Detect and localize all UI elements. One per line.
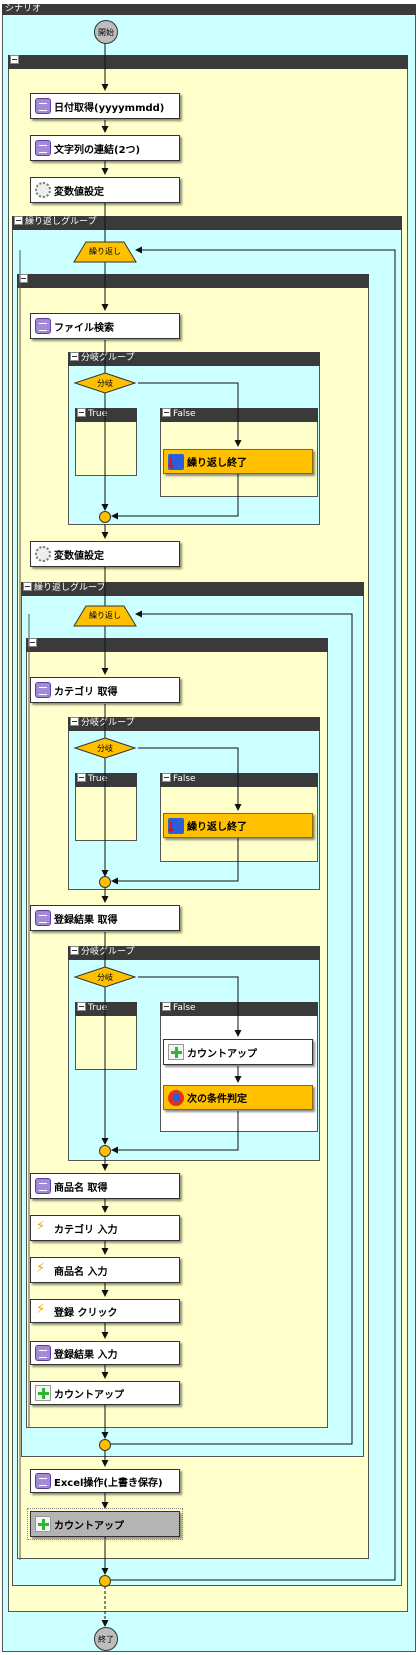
- branch-group-3-header[interactable]: 分岐グループ: [68, 946, 320, 960]
- merge-point-5: [99, 1575, 111, 1587]
- node-count-up-3-selected[interactable]: カウントアップ: [27, 1508, 183, 1540]
- collapse-icon[interactable]: [162, 773, 171, 782]
- collapse-icon[interactable]: [77, 773, 86, 782]
- node-register-result-input[interactable]: 登録結果 入力: [30, 1341, 180, 1365]
- node-category-get[interactable]: カテゴリ 取得: [30, 677, 180, 703]
- false-lane-2-header[interactable]: False: [160, 773, 318, 787]
- collapse-icon[interactable]: [70, 717, 79, 726]
- false-lane-3-header[interactable]: False: [160, 1002, 318, 1016]
- collapse-icon[interactable]: [162, 408, 171, 417]
- script-icon: [35, 140, 51, 156]
- gear-icon: [35, 546, 51, 562]
- script-icon: [35, 318, 51, 334]
- plus-icon: [168, 1044, 184, 1060]
- loop-end-icon: [165, 817, 184, 836]
- loop-label-2[interactable]: 繰り返し: [89, 611, 121, 620]
- node-category-input[interactable]: カテゴリ 入力: [30, 1215, 180, 1241]
- lightning-icon: [35, 1302, 51, 1319]
- scenario-title: シナリオ: [2, 4, 416, 15]
- end-node[interactable]: 終了: [94, 1627, 118, 1651]
- node-loop-end-1[interactable]: 繰り返し終了: [163, 449, 313, 474]
- true-lane-2-header[interactable]: True: [75, 773, 137, 787]
- next-condition-icon: [168, 1089, 184, 1106]
- branch-group-1-header[interactable]: 分岐グループ: [68, 352, 320, 366]
- branch-label-3[interactable]: 分岐: [97, 973, 113, 982]
- node-loop-end-2[interactable]: 繰り返し終了: [163, 813, 313, 838]
- script-icon: [35, 98, 51, 114]
- merge-point-1: [99, 511, 111, 523]
- collapse-icon[interactable]: [70, 946, 79, 955]
- collapse-icon[interactable]: [70, 352, 79, 361]
- plus-icon: [35, 1385, 51, 1401]
- script-icon: [35, 910, 51, 926]
- node-product-name-get[interactable]: 商品名 取得: [30, 1173, 180, 1199]
- node-next-condition[interactable]: 次の条件判定: [163, 1085, 313, 1110]
- collapse-icon[interactable]: [77, 1002, 86, 1011]
- loop-group-1-header[interactable]: 繰り返しグループ: [12, 216, 402, 230]
- node-product-name-input[interactable]: 商品名 入力: [30, 1257, 180, 1283]
- node-file-search[interactable]: ファイル検索: [30, 313, 180, 339]
- lightning-icon: [35, 1219, 51, 1236]
- node-excel-save[interactable]: Excel操作(上書き保存): [30, 1469, 180, 1493]
- gear-icon: [35, 182, 51, 198]
- loop-end-icon: [165, 453, 184, 472]
- collapse-icon[interactable]: [162, 1002, 171, 1011]
- script-icon: [35, 682, 51, 698]
- merge-point-2: [99, 876, 111, 888]
- node-count-up-1[interactable]: カウントアップ: [163, 1039, 313, 1065]
- node-string-concat[interactable]: 文字列の連結(2つ): [30, 135, 180, 161]
- node-register-result-get[interactable]: 登録結果 取得: [30, 905, 180, 931]
- branch-group-2-header[interactable]: 分岐グループ: [68, 717, 320, 731]
- true-lane-1-header[interactable]: True: [75, 408, 137, 422]
- false-lane-1-header[interactable]: False: [160, 408, 318, 422]
- node-date-get[interactable]: 日付取得(yyyymmdd): [30, 93, 180, 119]
- node-var-set-1[interactable]: 変数値設定: [30, 177, 180, 203]
- script-icon: [35, 1178, 51, 1194]
- node-count-up-2[interactable]: カウントアップ: [30, 1381, 180, 1405]
- node-var-set-2[interactable]: 変数値設定: [30, 541, 180, 567]
- collapse-icon[interactable]: [10, 55, 19, 64]
- false-lane-3: [160, 1002, 318, 1132]
- start-node[interactable]: 開始: [94, 20, 118, 44]
- collapse-icon[interactable]: [23, 582, 32, 591]
- script-icon: [35, 1345, 51, 1361]
- merge-point-4: [99, 1439, 111, 1451]
- merge-point-3: [99, 1145, 111, 1157]
- node-register-click[interactable]: 登録 クリック: [30, 1299, 180, 1323]
- loop-label-1[interactable]: 繰り返し: [89, 247, 121, 256]
- plus-icon: [35, 1516, 51, 1532]
- lightning-icon: [35, 1261, 51, 1278]
- true-lane-3-header[interactable]: True: [75, 1002, 137, 1016]
- script-icon: [35, 1473, 51, 1489]
- branch-label-1[interactable]: 分岐: [97, 379, 113, 388]
- loop-group-2-header[interactable]: 繰り返しグループ: [21, 582, 364, 596]
- group-main-header[interactable]: [8, 55, 408, 69]
- collapse-icon[interactable]: [14, 216, 23, 225]
- collapse-icon[interactable]: [77, 408, 86, 417]
- branch-label-2[interactable]: 分岐: [97, 744, 113, 753]
